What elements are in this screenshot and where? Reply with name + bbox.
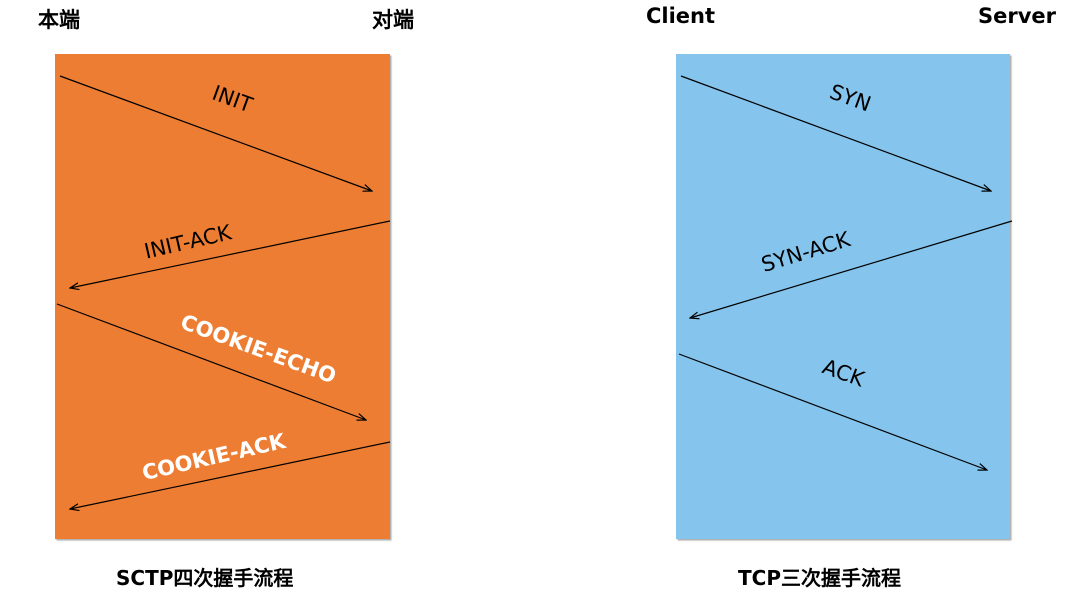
sctp-panel-background: [55, 54, 390, 539]
tcp-right-endpoint-label: Server: [978, 4, 1057, 28]
tcp-panel-background: [676, 54, 1010, 539]
sctp-left-endpoint-label: 本端: [38, 8, 80, 32]
arrow-to-right: [59, 75, 372, 191]
arrow-to-left: [690, 220, 1013, 318]
arrow-to-left: [70, 441, 391, 509]
tcp-left-endpoint-label: Client: [646, 4, 716, 28]
arrow-to-right: [678, 353, 987, 470]
tcp-caption: TCP三次握手流程: [738, 566, 901, 590]
sctp-caption: SCTP四次握手流程: [116, 566, 294, 590]
arrow-to-right: [56, 303, 366, 420]
sctp-right-endpoint-label: 对端: [372, 8, 414, 32]
arrow-to-right: [680, 75, 991, 191]
arrow-to-left: [70, 220, 391, 288]
